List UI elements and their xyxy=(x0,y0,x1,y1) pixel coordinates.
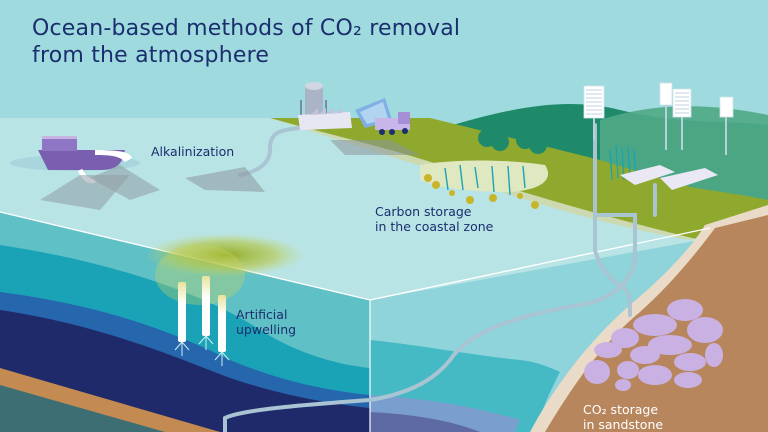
page-title: Ocean-based methods of CO₂ removal from … xyxy=(32,15,460,69)
particles-boat xyxy=(40,165,160,210)
label-upwelling-line-1: Artificial xyxy=(236,307,288,322)
particles-shore xyxy=(185,140,420,192)
sea-surface xyxy=(0,118,690,300)
algae-bloom xyxy=(145,233,305,277)
direct-air-capture xyxy=(583,82,734,190)
boat xyxy=(10,136,140,184)
label-alkalinization: Alkalinization xyxy=(151,144,235,159)
title-line-1: Ocean-based methods of CO₂ removal xyxy=(32,16,461,41)
label-co2-sandstone: CO₂ storage in sandstone xyxy=(583,402,663,432)
label-sandstone-line-2: in sandstone xyxy=(583,417,664,432)
label-sandstone-line-1: CO₂ storage xyxy=(583,402,659,417)
label-coastal-storage: Carbon storage in the coastal zone xyxy=(375,204,493,234)
label-coastal-line-1: Carbon storage xyxy=(375,204,472,219)
factory xyxy=(298,82,352,130)
coastal-vegetation xyxy=(420,129,637,209)
truck xyxy=(355,98,410,135)
upwelling-tubes xyxy=(174,276,230,366)
label-coastal-line-2: in the coastal zone xyxy=(375,219,494,234)
label-artificial-upwelling: Artificial upwelling xyxy=(236,307,296,337)
title-line-2: from the atmosphere xyxy=(32,43,270,68)
label-upwelling-line-2: upwelling xyxy=(236,322,297,337)
co2-pockets xyxy=(584,299,723,391)
